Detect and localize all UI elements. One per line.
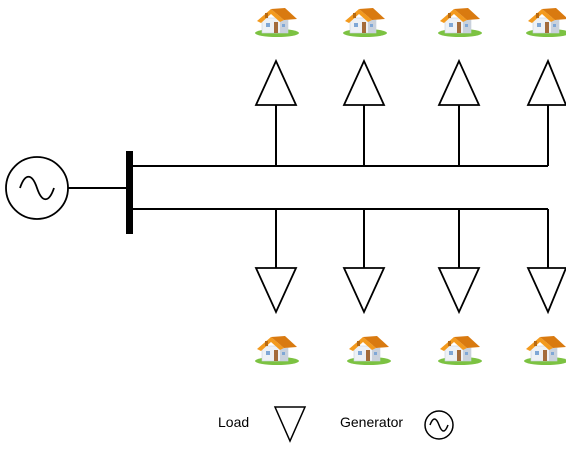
- legend-generator-label: Generator: [340, 414, 404, 430]
- load-triangle-icon: [254, 267, 298, 315]
- lower-load-2: [342, 209, 386, 315]
- house-icon: [437, 335, 483, 366]
- house-icon: [525, 7, 566, 38]
- load-triangle-icon: [254, 58, 298, 106]
- house-icon: [342, 7, 388, 38]
- load-triangle-icon: [437, 58, 481, 106]
- busbar: [126, 151, 133, 234]
- legend-generator-sine-icon: [429, 418, 449, 432]
- upper-load-1: [254, 58, 298, 166]
- load-triangle-icon: [526, 267, 566, 315]
- load-triangle-icon: [437, 267, 481, 315]
- legend-load-label: Load: [218, 414, 250, 430]
- house-icon: [523, 335, 566, 366]
- house-icon: [437, 7, 483, 38]
- house-icon: [346, 335, 392, 366]
- upper-load-4: [526, 58, 566, 166]
- lower-load-4: [526, 209, 566, 315]
- lower-load-3: [437, 209, 481, 315]
- load-triangle-icon: [342, 267, 386, 315]
- generator-sine-icon: [19, 175, 55, 201]
- load-triangle-icon: [526, 58, 566, 106]
- upper-load-3: [437, 58, 481, 166]
- legend-load-triangle-icon: [273, 406, 307, 443]
- house-icon: [254, 7, 300, 38]
- house-icon: [254, 335, 300, 366]
- lower-load-1: [254, 209, 298, 315]
- upper-load-2: [342, 58, 386, 166]
- load-triangle-icon: [342, 58, 386, 106]
